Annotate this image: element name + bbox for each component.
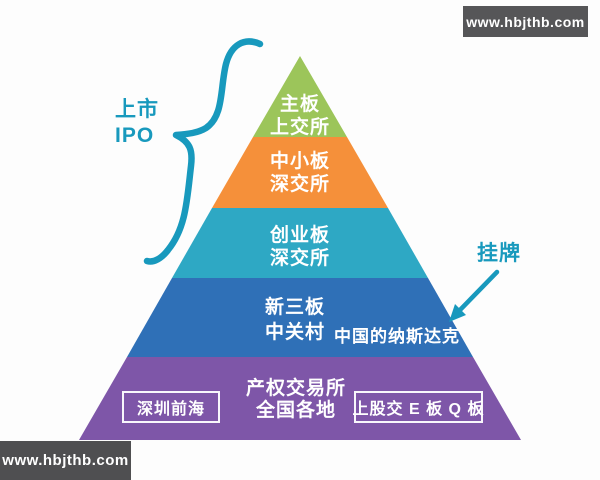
pyramid-level-1-shape xyxy=(253,56,347,137)
level-5-box-left: 深圳前海 xyxy=(122,391,220,423)
watermark-bottom-left: www.hbjthb.com xyxy=(0,441,131,480)
listing-label-line1: 上市 xyxy=(115,98,159,121)
level-5-subtitle: 全国各地 xyxy=(255,400,336,421)
quotation-arrow-head xyxy=(449,304,466,322)
quotation-label: 挂牌 xyxy=(477,242,521,265)
level-4-note: 中国的纳斯达克 xyxy=(334,327,460,346)
watermark-top-right-text: www.hbjthb.com xyxy=(466,13,585,30)
watermark-top-right: www.hbjthb.com xyxy=(463,6,588,37)
level-4-title: 新三板 xyxy=(264,297,325,318)
level-5-title: 产权交易所 xyxy=(245,378,346,399)
level-3-subtitle: 深交所 xyxy=(269,248,330,269)
listing-ipo-label: 上市 IPO xyxy=(115,97,159,149)
pyramid-level-4-shape xyxy=(127,278,473,357)
pyramid-level-2-shape xyxy=(212,137,388,208)
level-3-title: 创业板 xyxy=(269,225,330,246)
listing-label-line2: IPO xyxy=(115,124,155,147)
level-5-box-right-label: 上股交 E 板 Q 板 xyxy=(352,401,485,418)
quotation-arrow-line xyxy=(457,269,500,313)
level-5-caption: 产权交易所 全国各地 xyxy=(196,378,396,422)
level-4-caption: 新三板 中关村 xyxy=(195,295,395,345)
pyramid-level-5-shape xyxy=(79,357,521,440)
level-5-box-right: 上股交 E 板 Q 板 xyxy=(352,391,485,423)
level-3-caption: 创业板 深交所 xyxy=(200,224,400,270)
level-1-subtitle: 上交所 xyxy=(269,117,330,138)
listing-brace xyxy=(143,38,264,265)
level-2-title: 中小板 xyxy=(269,151,330,172)
watermark-bottom-left-text: www.hbjthb.com xyxy=(2,452,129,469)
level-2-subtitle: 深交所 xyxy=(269,174,330,195)
level-4-subtitle: 中关村 xyxy=(264,322,325,343)
level-1-title: 主板 xyxy=(279,94,320,115)
pyramid-level-3-shape xyxy=(172,208,428,278)
level-1-caption: 主板 上交所 xyxy=(200,93,400,139)
level-5-box-left-label: 深圳前海 xyxy=(136,401,205,418)
level-2-caption: 中小板 深交所 xyxy=(200,150,400,196)
